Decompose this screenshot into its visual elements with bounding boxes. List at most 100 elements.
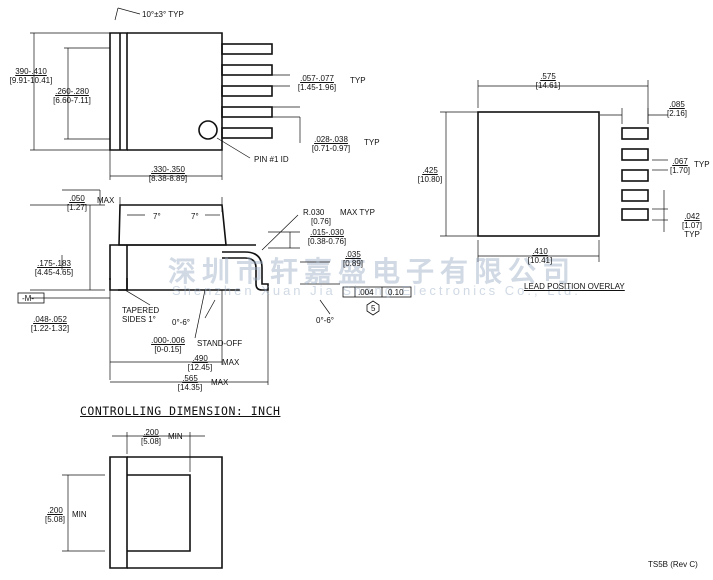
label-standoff-mm: [0-0.15]: [154, 345, 182, 354]
label-lead-thk-in: .035: [345, 250, 361, 259]
label-len565-mm: [14.35]: [177, 383, 203, 392]
label-tab-thk-in: .048-.052: [33, 315, 67, 324]
label-lead-span-in: .260-.280: [55, 87, 89, 96]
label-height: .175-.183 [4.45-4.65]: [26, 259, 82, 277]
label-pad-height-mm: [10.80]: [417, 175, 443, 184]
label-body-width-in: .330-.350: [151, 165, 185, 174]
label-pad-inner: .410 [10.41]: [520, 247, 560, 265]
label-len490-in: .490: [192, 354, 208, 363]
label-height-in: .175-.183: [37, 259, 71, 268]
label-len565-max: MAX: [211, 378, 229, 387]
overlay-caption: LEAD POSITION OVERLAY: [524, 282, 625, 291]
label-min-left: .200 [5.08]: [40, 506, 70, 524]
label-min-left-in: .200: [47, 506, 63, 515]
label-lead-width: .057-.077 [1.45-1.96]: [288, 74, 346, 92]
label-min-top-in: .200: [143, 428, 159, 437]
label-body-height: 390-.410 [9.91-10.41]: [3, 67, 59, 85]
watermark-cn: 深圳市轩嘉盛电子有限公司: [168, 256, 577, 287]
label-lead-thk: .035 [0.89]: [338, 250, 368, 268]
label-min-top-suffix: MIN: [168, 432, 183, 441]
label-pad-height: .425 [10.80]: [412, 166, 448, 184]
label-standoff-range-mm: [0.38-0.76]: [307, 237, 347, 246]
label-standoff-text: STAND-OFF: [197, 339, 243, 348]
label-thickness-top: .050 [1.27]: [62, 194, 92, 212]
overlay-caption-text: LEAD POSITION OVERLAY: [524, 282, 625, 291]
label-standoff-range: .015-.030 [0.38-0.76]: [298, 228, 356, 246]
label-lead-thk-mm: [0.89]: [342, 259, 363, 268]
label-lead-span: .260-.280 [6.60-7.11]: [44, 87, 100, 105]
label-len490-mm: [12.45]: [187, 363, 213, 372]
label-body-height-mm: [9.91-10.41]: [9, 76, 53, 85]
label-lead-width-mm: [1.45-1.96]: [297, 83, 337, 92]
label-standoff: .000-.006 [0-0.15]: [142, 336, 194, 354]
label-standoff-range-in: .015-.030: [310, 228, 344, 237]
label-tapered-l1: TAPERED: [122, 306, 160, 315]
label-min-top: .200 [5.08]: [136, 428, 166, 446]
label-pin1: PIN #1 ID: [254, 155, 289, 164]
label-angle-7-right: 7°: [191, 212, 199, 221]
label-lead-pitch-mm: [0.71-0.97]: [311, 144, 351, 153]
label-lead-067-typ: TYP: [694, 160, 710, 169]
watermark-en: Shenzhen Xuan Jia Sheng Electronics Co.,…: [172, 283, 581, 298]
label-lead-042: .042 [1.07] TYP: [676, 212, 708, 239]
label-body-width-mm: [8.38-8.89]: [148, 174, 188, 183]
label-len490-max: MAX: [222, 358, 240, 367]
label-angle-7-left: 7°: [153, 212, 161, 221]
label-thickness-top-mm: [1.27]: [66, 203, 87, 212]
bottom-view: [62, 432, 223, 569]
label-standoff-in: .000-.006: [151, 336, 185, 345]
label-lead-042-typ: TYP: [684, 230, 700, 239]
label-lead-width-typ: TYP: [350, 76, 366, 85]
label-lead-042-mm: [1.07]: [681, 221, 702, 230]
label-tapered-l2: SIDES 1°: [122, 315, 156, 324]
label-len565-in: .565: [182, 374, 198, 383]
side-view: [17, 189, 412, 385]
label-len565: .565 [14.35]: [170, 374, 210, 392]
label-pad-width: .575 [14.61]: [528, 72, 568, 90]
label-tab-thk-mm: [1.22-1.32]: [30, 324, 70, 333]
label-min-left-suffix: MIN: [72, 510, 87, 519]
label-lead-pitch-typ: TYP: [364, 138, 380, 147]
label-lead-span-mm: [6.60-7.11]: [53, 96, 91, 105]
top-view: [30, 7, 301, 180]
lead-position-overlay: [440, 80, 668, 262]
label-lead-085-mm: [2.16]: [666, 109, 687, 118]
label-tolerance-in: .004: [358, 288, 374, 297]
label-lead-067: .067 [1.70]: [664, 157, 696, 175]
label-pad-width-in: .575: [540, 72, 556, 81]
label-lead-067-mm: [1.70]: [669, 166, 690, 175]
controlling-dimension-title: CONTROLLING DIMENSION: INCH: [80, 404, 281, 418]
label-tolerance-mm: 0.10: [388, 288, 404, 297]
label-lead-085: .085 [2.16]: [660, 100, 694, 118]
label-lead-085-in: .085: [669, 100, 685, 109]
label-len490: .490 [12.45]: [180, 354, 220, 372]
label-pad-width-mm: [14.61]: [535, 81, 561, 90]
label-lead-width-in: .057-.077: [300, 74, 334, 83]
label-lead-067-in: .067: [672, 157, 688, 166]
pin1-marker-icon: [198, 120, 218, 140]
label-height-mm: [4.45-4.65]: [34, 268, 74, 277]
label-pad-inner-in: .410: [532, 247, 548, 256]
label-pad-inner-mm: [10.41]: [527, 256, 553, 265]
label-min-left-mm: [5.08]: [44, 515, 65, 524]
label-datum-m: -M-: [22, 294, 34, 303]
label-tapered: TAPERED SIDES 1°: [122, 306, 159, 324]
label-pad-height-in: .425: [422, 166, 438, 175]
revision-label: TS5B (Rev C): [648, 560, 698, 569]
label-radius-in: R.030: [303, 208, 325, 217]
label-radius: R.030: [303, 208, 324, 217]
label-tab-thk: .048-.052 [1.22-1.32]: [22, 315, 78, 333]
label-lead-pitch-in: .028-.038: [314, 135, 348, 144]
label-body-width: .330-.350 [8.38-8.89]: [140, 165, 196, 183]
label-thickness-max: MAX: [97, 196, 115, 205]
label-radius-mm: [0.76]: [311, 217, 332, 226]
label-lead-pitch: .028-.038 [0.71-0.97]: [302, 135, 360, 153]
label-angle-06-left: 0°-6°: [172, 318, 190, 327]
label-angle-06-right: 0°-6°: [316, 316, 334, 325]
label-min-top-mm: [5.08]: [140, 437, 161, 446]
label-radius-suffix: MAX TYP: [340, 208, 375, 217]
label-body-height-in: 390-.410: [15, 67, 47, 76]
label-draft-angle: 10°±3° TYP: [142, 10, 184, 19]
label-note-number: 5: [371, 304, 376, 313]
